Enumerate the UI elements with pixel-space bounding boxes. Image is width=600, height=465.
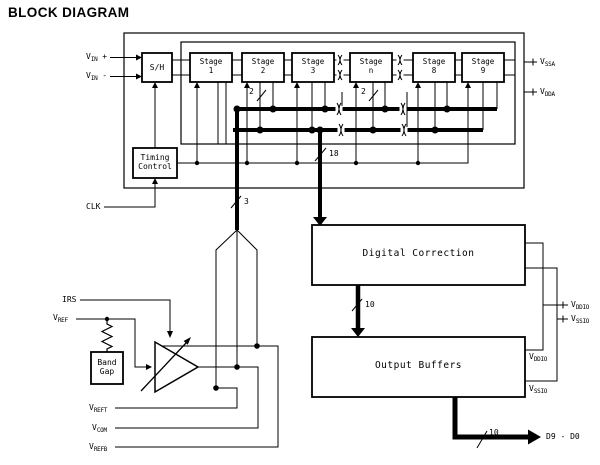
pin-label-vreft: VREFT xyxy=(89,403,108,414)
pin-label-vssio: VSSIO xyxy=(571,314,590,325)
page-title: BLOCK DIAGRAM xyxy=(8,5,130,20)
pin-label-vddio: VDDIO xyxy=(571,300,590,311)
pin-label-vdda: VDDA xyxy=(540,87,555,98)
pin-label-vcom: VCOM xyxy=(92,423,107,434)
pin-label-vin-plus: VIN + xyxy=(86,52,108,63)
bus-width-correction: 18 xyxy=(329,149,339,158)
pin-label-clk: CLK xyxy=(86,202,101,211)
pin-label-vin-minus: VIN - xyxy=(86,71,108,82)
digital-correction-label: Digital Correction xyxy=(362,248,475,259)
pin-label-vssa: VSSA xyxy=(540,57,555,68)
pin-label-data-out: D9 - D0 xyxy=(546,432,580,441)
junction-dots xyxy=(104,105,451,391)
resistor xyxy=(100,321,114,352)
bus-width-ref: 3 xyxy=(244,197,249,206)
bus-width-slashes xyxy=(230,89,488,449)
arrowheads xyxy=(136,54,541,445)
pin-label-vrefb: VREFB xyxy=(89,442,108,453)
pin-label-irs: IRS xyxy=(62,295,77,304)
signal-wires xyxy=(76,57,568,448)
net-label-vddio-buffers: VDDIO xyxy=(529,352,548,363)
pin-label-vref: VREF xyxy=(53,313,68,324)
bus-break-marks xyxy=(335,54,408,137)
output-buffers-label: Output Buffers xyxy=(374,360,463,371)
vga-amplifier xyxy=(154,340,200,394)
bus-width-stagen: 2 xyxy=(361,87,366,96)
block-boxes xyxy=(90,52,526,398)
sh-block-label: S/H xyxy=(149,63,165,72)
vga-gain-arrow-shaft xyxy=(140,342,187,392)
reference-loop-rects xyxy=(123,32,525,189)
bus-width-dc-to-ob: 10 xyxy=(365,300,375,309)
bus-width-output: 10 xyxy=(489,428,499,437)
net-label-vssio-buffers: VSSIO xyxy=(529,384,548,395)
bus-width-stage2: 2 xyxy=(249,87,254,96)
thick-buses xyxy=(233,107,528,440)
